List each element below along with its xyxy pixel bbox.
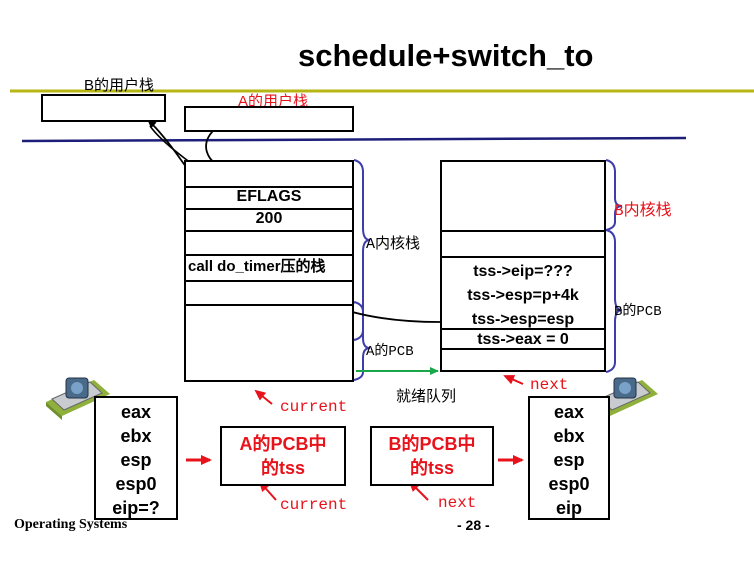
b-tss-line1: B的PCB中 [388, 434, 476, 454]
b-pcb-fields: tss->eip=??? tss->esp=p+4k tss->esp=esp [442, 260, 604, 332]
a-stack-eflags: EFLAGS [186, 186, 352, 210]
ready-queue-label: 就绪队列 [396, 388, 457, 405]
reg-ebx: ebx [553, 426, 585, 446]
b-user-stack [41, 94, 166, 122]
a-tss-box: A的PCB中 的tss [220, 426, 346, 486]
b-stack-empty [442, 162, 604, 232]
current-label-bottom: current [280, 496, 348, 514]
reg-esp: esp [120, 450, 152, 470]
b-kernel-stack-label: B内核栈 [614, 202, 672, 220]
a-stack-slot-empty [186, 280, 352, 306]
cpu-chip-icon [46, 377, 110, 420]
a-tss-line1: A的PCB中 [239, 434, 327, 454]
a-kernel-stack-label: A内核栈 [366, 236, 421, 253]
current-label-top: current [280, 398, 348, 416]
next-label-top: next [530, 376, 569, 394]
b-tss-box: B的PCB中 的tss [370, 426, 494, 486]
cpu-left-registers: eax ebx esp esp0 eip=? [94, 396, 178, 520]
b-pcb-label: B的PCB [614, 304, 662, 320]
next-label-bottom: next [438, 494, 477, 512]
b-pcb-tss-esp-esp: tss->esp=esp [471, 311, 575, 328]
reg-ebx: ebx [120, 426, 152, 446]
b-pcb-tss-eip: tss->eip=??? [473, 263, 573, 280]
slide-title: schedule+switch_to [298, 38, 594, 73]
b-pcb-tss-esp-p4k: tss->esp=p+4k [467, 287, 579, 304]
a-tss-line2: 的tss [260, 458, 305, 478]
b-pcb-tss-eax: tss->eax = 0 [442, 328, 604, 350]
a-pcb-label: A的PCB [366, 344, 414, 360]
reg-eip: eip=? [112, 498, 160, 518]
a-stack-200: 200 [186, 208, 352, 232]
reg-eax: eax [553, 402, 585, 422]
footer-course-name: Operating Systems [14, 517, 128, 532]
a-kernel-stack: EFLAGS 200 call do_timer压的栈 [184, 160, 354, 382]
cpu-right-registers: eax ebx esp esp0 eip [528, 396, 610, 520]
current-arrow-top [254, 389, 273, 405]
footer-page-number: - 28 - [457, 517, 490, 533]
b-user-stack-label: B的用户栈 [84, 77, 155, 94]
b-kernel-stack: tss->eip=??? tss->esp=p+4k tss->esp=esp … [440, 160, 606, 372]
brace-b-pcb [605, 229, 623, 373]
a-user-stack-label: A的用户栈 [238, 93, 309, 110]
a-user-stack [184, 106, 354, 132]
brace-b-kernel [605, 159, 623, 231]
a-stack-slot-empty [186, 162, 352, 188]
b-stack-slot-empty [442, 230, 604, 258]
a-stack-slot-empty [186, 230, 352, 256]
header-rule-navy [21, 136, 687, 143]
reg-esp0: esp0 [548, 474, 590, 494]
brace-a-pcb [353, 301, 371, 381]
reg-eip: eip [555, 498, 582, 518]
reg-eax: eax [120, 402, 152, 422]
b-tss-line2: 的tss [409, 458, 454, 478]
next-arrow-top [503, 375, 524, 385]
a-stack-call-do-timer: call do_timer压的栈 [186, 254, 352, 282]
reg-esp: esp [553, 450, 585, 470]
reg-esp0: esp0 [115, 474, 157, 494]
